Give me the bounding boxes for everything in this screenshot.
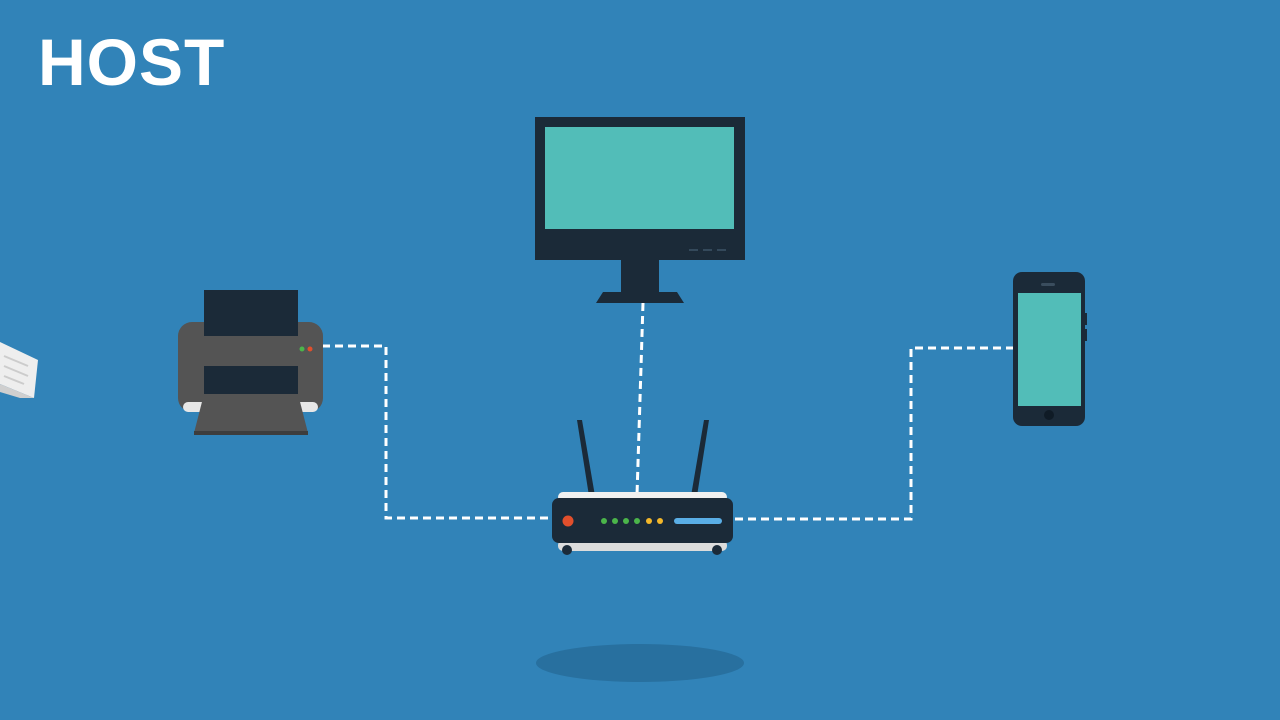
wireless-router-icon: [552, 420, 733, 555]
page-title: HOST: [38, 25, 226, 99]
monitor-router-connection: [635, 302, 645, 496]
printer-router-connection: [322, 344, 556, 520]
paper-sheet-icon: [0, 342, 38, 398]
smartphone-icon: [1013, 272, 1087, 426]
smartphone-router-connection: [733, 346, 1014, 521]
monitor-icon: [535, 117, 745, 303]
printer-icon: [178, 290, 323, 435]
router-shadow: [536, 644, 744, 682]
connections: [322, 302, 1014, 521]
